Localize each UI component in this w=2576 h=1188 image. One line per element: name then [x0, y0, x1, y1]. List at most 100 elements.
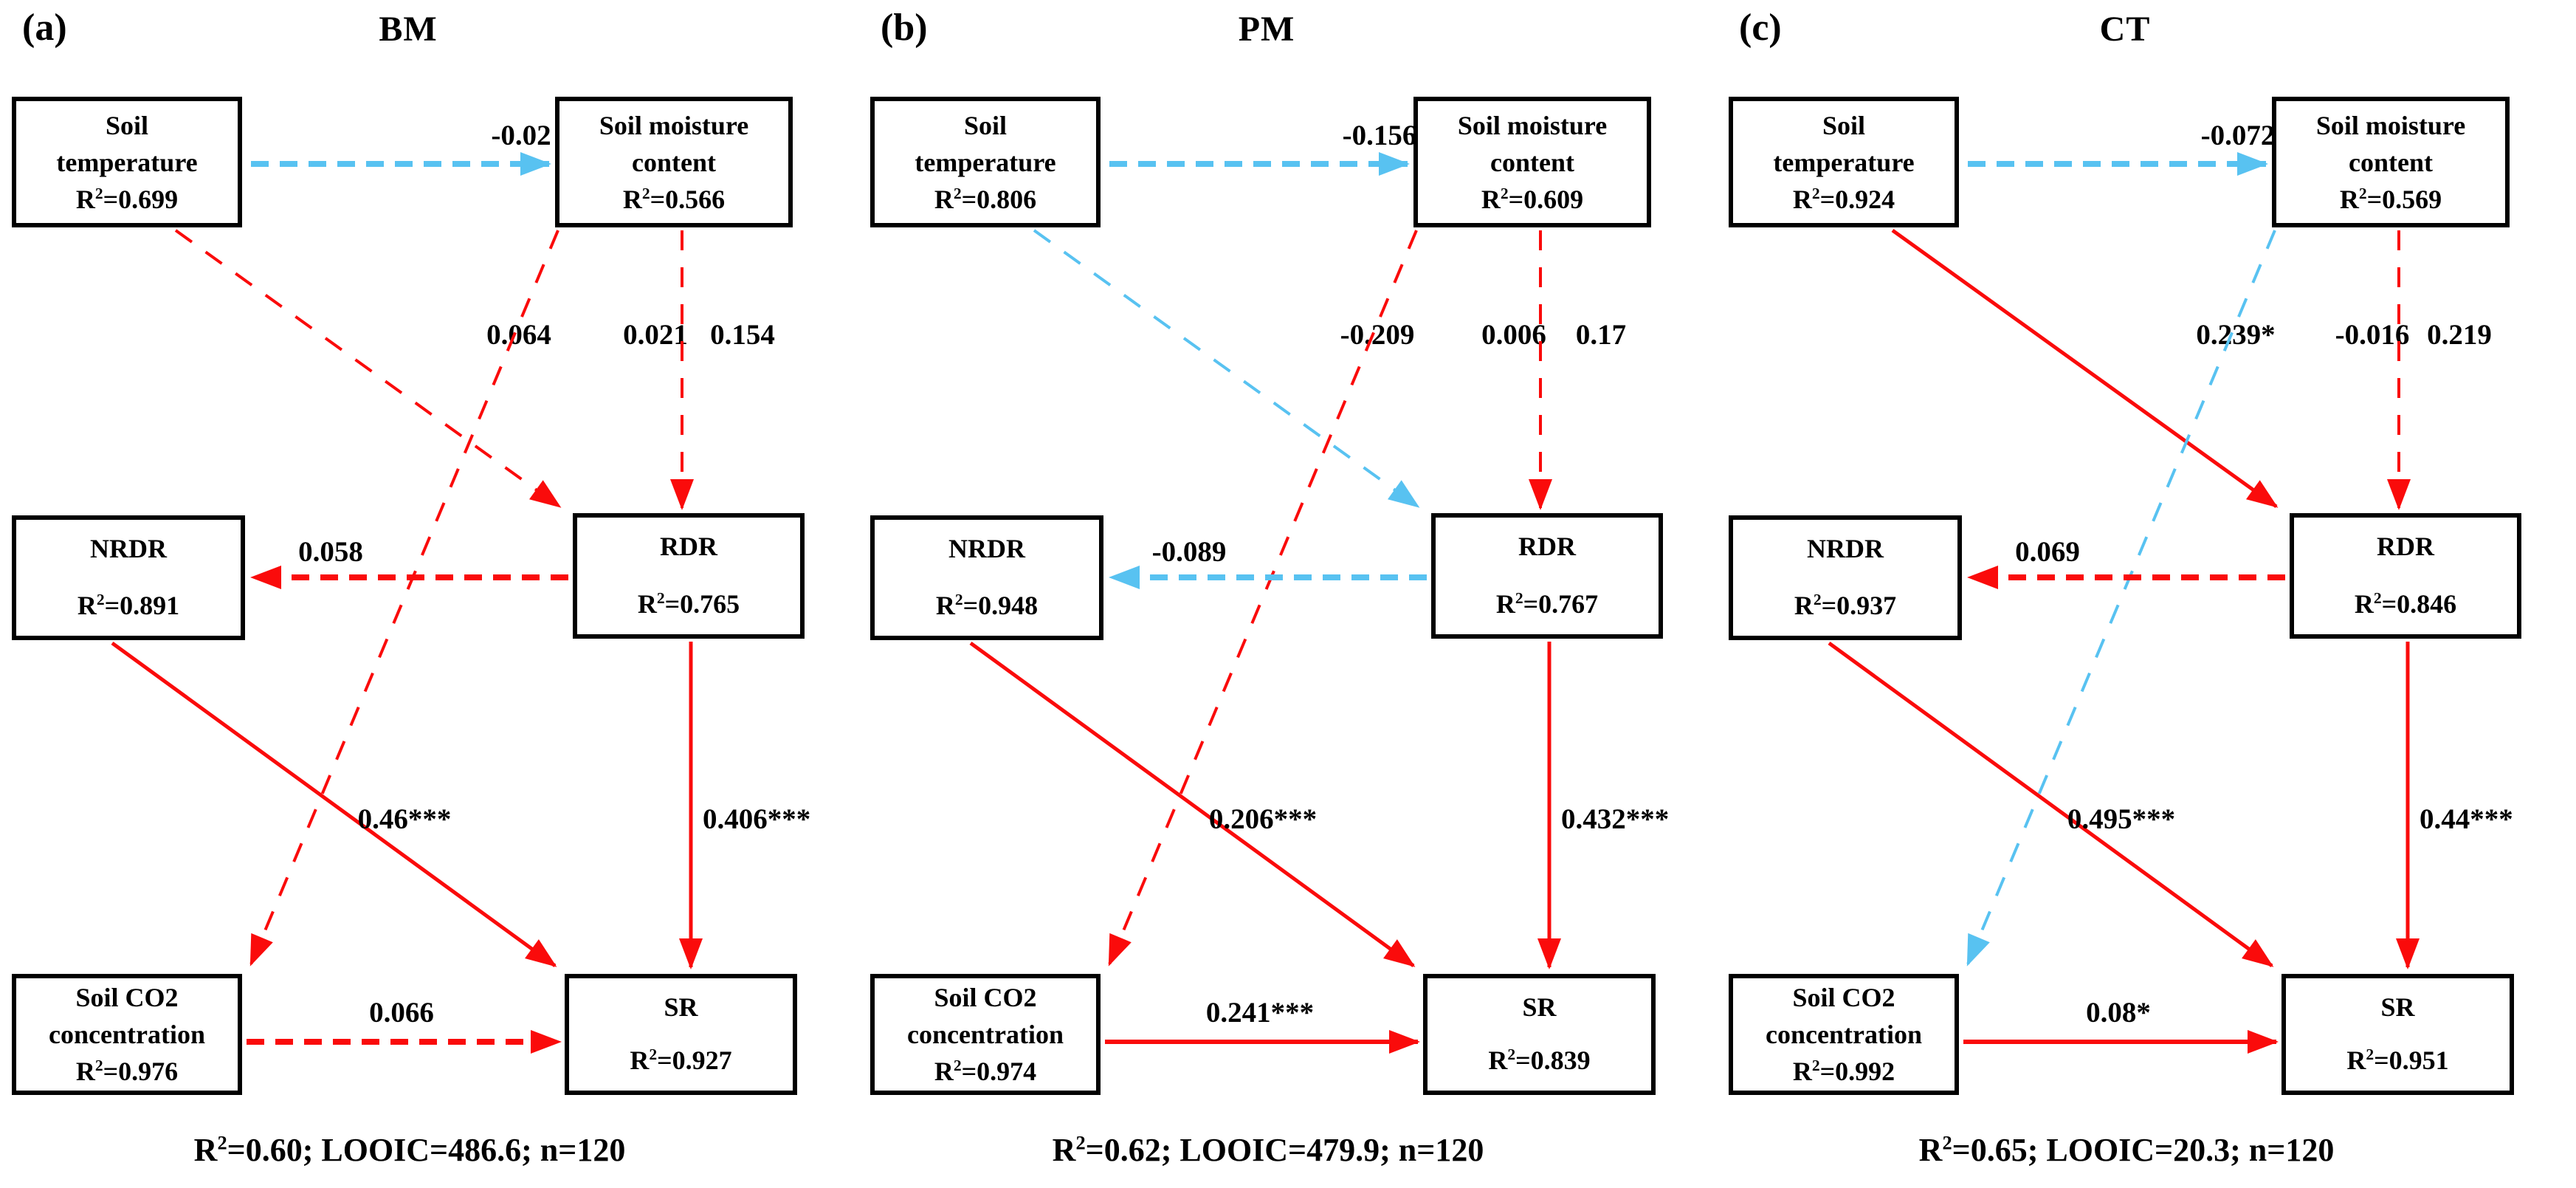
node-title-line: concentration [907, 1020, 1064, 1049]
node-title-line: RDR [1518, 532, 1576, 561]
node-r2-value: R2=0.974 [934, 1053, 1036, 1090]
panel-fit-statistics: R2=0.65; LOOIC=20.3; n=120 [1717, 1131, 2536, 1169]
node-r2-value: R2=0.891 [78, 587, 179, 624]
r2-symbol: R [934, 1057, 954, 1086]
node-nrdr: NRDR R2=0.948 [870, 515, 1103, 640]
r2-symbol: R [622, 184, 642, 214]
node-title: RDR [2377, 528, 2434, 565]
r2-number: =0.937 [1821, 591, 1897, 620]
r2-symbol: R [1495, 589, 1515, 619]
r2-symbol: R [2354, 589, 2374, 619]
r2-symbol: R [1792, 184, 1812, 214]
panel-letter: (c) [1739, 7, 1782, 49]
r2-symbol: R [2339, 184, 2359, 214]
r2-symbol: R [1481, 184, 1501, 214]
path-smc-to-co2-coefficient-label: 0.006 [1481, 319, 1546, 351]
node-title-line: temperature [1773, 147, 1915, 177]
r2-number: =0.765 [664, 589, 740, 619]
node-r2-value: R2=0.992 [1793, 1053, 1895, 1090]
node-title: NRDR [90, 530, 167, 567]
node-r2-value: R2=0.839 [1488, 1042, 1590, 1079]
r2-superscript: 2 [1500, 184, 1509, 202]
path-nrdr-to-sr-line [111, 641, 557, 968]
panel-title: BM [379, 10, 438, 49]
r2-number: =0.839 [1515, 1045, 1591, 1075]
r2-superscript: 2 [2358, 184, 2367, 202]
path-st-to-rdr-line [1891, 228, 2279, 509]
node-title-line: SR [2380, 992, 2415, 1022]
node-r2-value: R2=0.699 [76, 181, 178, 218]
panel-letter: (a) [22, 7, 67, 49]
r2-number: =0.974 [961, 1057, 1037, 1086]
path-st-to-smc-coefficient-label: -0.02 [491, 120, 551, 151]
path-smc-to-rdr-coefficient-label: 0.154 [710, 319, 775, 351]
panel-fit-statistics: R2=0.60; LOOIC=486.6; n=120 [0, 1131, 819, 1169]
node-r2-value: R2=0.976 [76, 1053, 178, 1090]
path-rdr-to-sr-coefficient-label: 0.406*** [703, 803, 810, 835]
path-rdr-to-sr-coefficient-label: 0.44*** [2420, 803, 2513, 835]
node-title: Soil temperature [1773, 107, 1914, 181]
r2-number: =0.699 [103, 184, 179, 214]
r2-number: =0.566 [650, 184, 726, 214]
r2-symbol: R [1794, 591, 1814, 620]
r2-number: =0.767 [1523, 589, 1599, 619]
path-smc-to-rdr-coefficient-label: 0.17 [1576, 319, 1626, 351]
r2-number: =0.992 [1819, 1057, 1895, 1086]
r2-superscript: 2 [1507, 1045, 1516, 1063]
node-nrdr: NRDR R2=0.891 [12, 515, 245, 640]
node-title: NRDR [948, 530, 1025, 567]
node-r2-value: R2=0.609 [1481, 181, 1583, 218]
path-rdr-to-nrdr-coefficient-label: -0.089 [1152, 536, 1227, 568]
node-title: NRDR [1807, 530, 1884, 567]
node-r2-value: R2=0.806 [934, 181, 1036, 218]
r2-superscript: 2 [2373, 589, 2382, 607]
node-title-line: Soil [963, 110, 1008, 140]
node-r2-value: R2=0.948 [936, 587, 1038, 624]
path-st-to-rdr-line [174, 229, 562, 508]
r2-symbol: R [193, 1132, 218, 1168]
r2-number: =0.609 [1508, 184, 1584, 214]
node-title: SR [664, 989, 698, 1026]
path-st-to-smc-coefficient-label: -0.072 [2201, 120, 2276, 151]
panel-title: CT [2099, 10, 2151, 49]
path-co2-to-sr-coefficient-label: 0.241*** [1206, 997, 1314, 1029]
node-title-line: Soil CO2 [1792, 983, 1895, 1012]
node-title-line: NRDR [90, 534, 167, 563]
r2-number: =0.951 [2374, 1045, 2449, 1075]
r2-superscript: 2 [96, 591, 105, 608]
node-title-line: Soil moisture [2315, 110, 2466, 140]
node-title-line: content [632, 147, 716, 177]
r2-number: =0.891 [104, 591, 180, 620]
node-title-line: RDR [660, 532, 717, 561]
path-smc-to-co2-coefficient-label: 0.021 [623, 319, 688, 351]
r2-symbol: R [77, 591, 97, 620]
node-title-line: content [1490, 147, 1574, 177]
path-nrdr-to-sr-line [969, 641, 1416, 968]
r2-superscript: 2 [1075, 1131, 1086, 1154]
node-r2-value: R2=0.951 [2346, 1042, 2448, 1079]
node-title-line: Soil CO2 [75, 983, 179, 1012]
r2-symbol: R [637, 589, 657, 619]
node-title-line: Soil [1822, 110, 1866, 140]
node-title-line: NRDR [948, 534, 1025, 563]
path-nrdr-to-sr-line [1828, 641, 2274, 968]
fit-statistics-text: =0.62; LOOIC=479.9; n=120 [1085, 1132, 1484, 1168]
